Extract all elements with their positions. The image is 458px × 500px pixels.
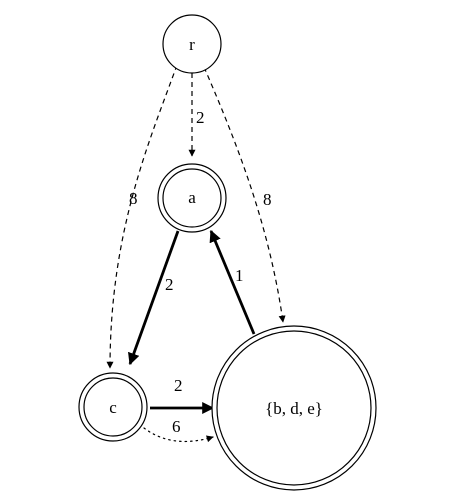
- node-bde: {b, d, e}: [211, 325, 377, 491]
- node-label-c: c: [109, 398, 117, 417]
- node-label-a: a: [188, 188, 196, 207]
- edge-label-r-bde: 8: [263, 190, 272, 209]
- edge-label-r-c: 8: [129, 189, 138, 208]
- node-label-bde: {b, d, e}: [265, 399, 323, 418]
- node-c: c: [78, 372, 148, 442]
- edge-label-r-a: 2: [196, 108, 205, 127]
- edge-c-to-bde-bold: 2: [150, 376, 215, 414]
- edge-label-c-bde-bold: 2: [174, 376, 183, 395]
- node-a: a: [157, 163, 227, 233]
- edge-c-to-bde-dotted: 6: [143, 417, 214, 443]
- edge-r-to-bde: 8: [203, 66, 286, 323]
- edge-r-to-a: 2: [188, 73, 205, 157]
- edge-r-to-c: 8: [106, 64, 178, 369]
- edge-label-c-bde-dotted: 6: [172, 417, 181, 436]
- node-label-r: r: [189, 35, 195, 54]
- node-r: r: [162, 14, 222, 74]
- edge-a-to-c: 2: [128, 230, 180, 366]
- edge-label-bde-a: 1: [235, 266, 244, 285]
- edge-bde-to-a: 1: [209, 229, 256, 335]
- edge-label-a-c: 2: [165, 275, 174, 294]
